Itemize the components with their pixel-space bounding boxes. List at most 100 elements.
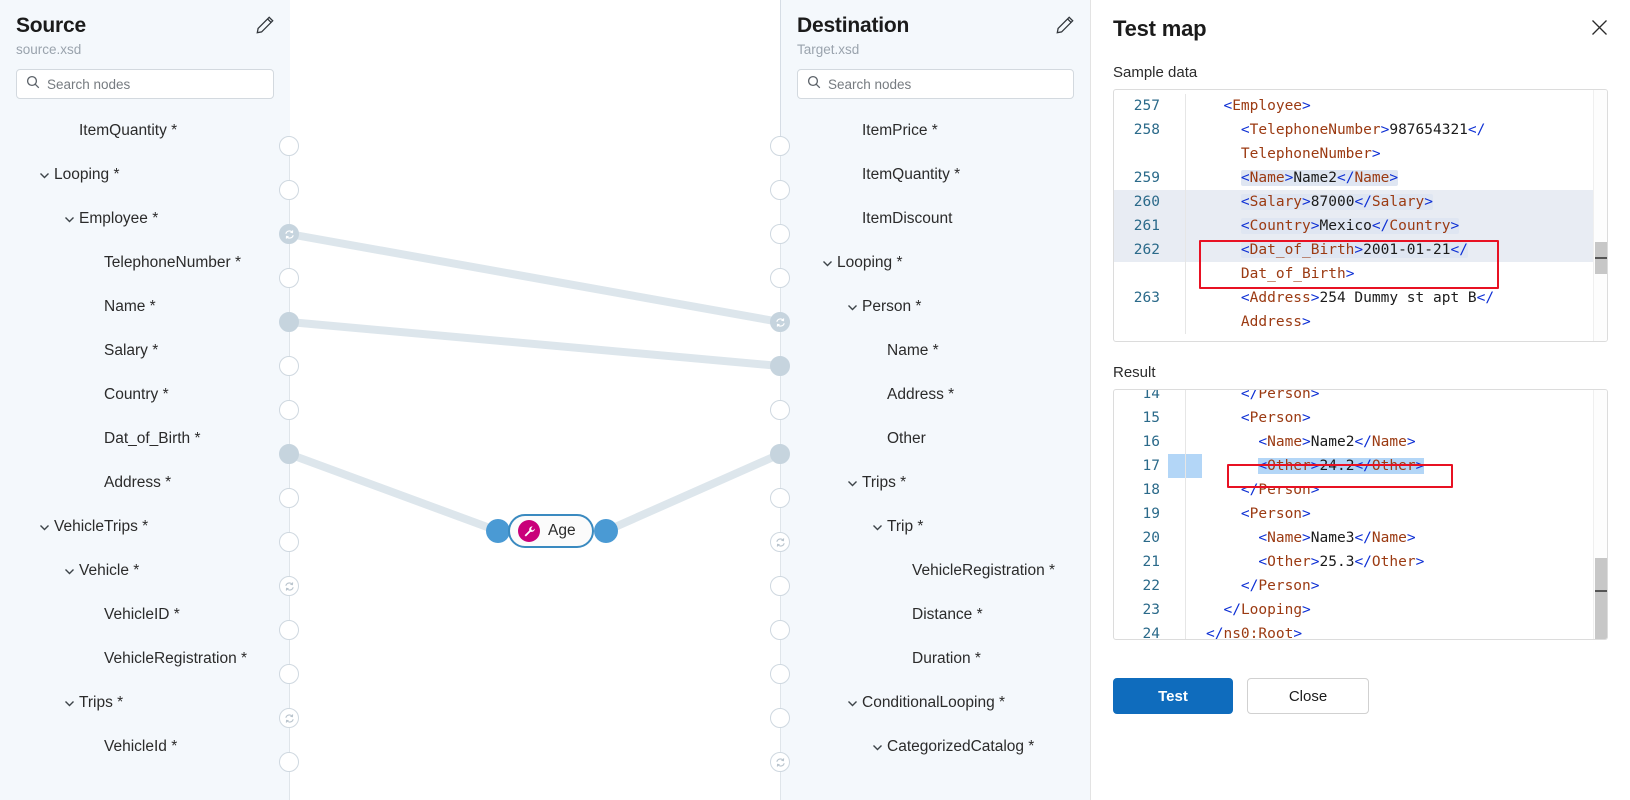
destination-connector-trips[interactable] xyxy=(770,488,790,508)
destination-connector-duration[interactable] xyxy=(770,664,790,684)
pencil-icon[interactable] xyxy=(254,14,276,36)
pencil-icon[interactable] xyxy=(1054,14,1076,36)
tree-node-vehicleregistration[interactable]: VehicleRegistration * xyxy=(0,637,290,681)
source-search-box[interactable] xyxy=(16,69,274,99)
tree-node-vehicletrips[interactable]: VehicleTrips * xyxy=(0,505,290,549)
tree-node-address[interactable]: Address * xyxy=(781,373,1090,417)
destination-connector-distance[interactable] xyxy=(770,620,790,640)
chevron-down-icon[interactable] xyxy=(844,695,860,711)
tree-node-trips[interactable]: Trips * xyxy=(781,461,1090,505)
destination-filename: Target.xsd xyxy=(797,42,860,57)
close-icon[interactable] xyxy=(1586,14,1612,40)
result-scrollbar[interactable] xyxy=(1593,390,1607,639)
destination-connector-looping[interactable] xyxy=(770,268,790,288)
source-connector-vehicletrips[interactable] xyxy=(279,532,299,552)
tree-node-label: Person * xyxy=(862,298,922,315)
function-input-handle[interactable] xyxy=(486,519,510,543)
source-connector-dat-of-birth[interactable] xyxy=(279,444,299,464)
result-editor[interactable]: 14 </Person>15 <Person>16 <Name>Name2</N… xyxy=(1113,389,1608,640)
destination-search-box[interactable] xyxy=(797,69,1074,99)
source-connector-country[interactable] xyxy=(279,400,299,420)
tree-node-label: Country * xyxy=(104,386,169,403)
destination-connector-categorizedcatalog[interactable] xyxy=(770,752,790,772)
close-button[interactable]: Close xyxy=(1247,678,1369,714)
tree-node-name[interactable]: Name * xyxy=(0,285,290,329)
source-connector-salary[interactable] xyxy=(279,356,299,376)
tree-node-other[interactable]: Other xyxy=(781,417,1090,461)
destination-connector-other[interactable] xyxy=(770,444,790,464)
chevron-down-icon[interactable] xyxy=(869,739,885,755)
source-connector-vehicleid[interactable] xyxy=(279,752,299,772)
destination-connector-address[interactable] xyxy=(770,400,790,420)
destination-connector-person[interactable] xyxy=(770,312,790,332)
tree-node-itemquantity[interactable]: ItemQuantity * xyxy=(781,153,1090,197)
tree-node-vehicleid[interactable]: VehicleID * xyxy=(0,593,290,637)
function-node-age[interactable]: Age xyxy=(508,514,594,548)
source-search-input[interactable] xyxy=(47,76,264,92)
tree-node-salary[interactable]: Salary * xyxy=(0,329,290,373)
tree-node-looping[interactable]: Looping * xyxy=(0,153,290,197)
sample-data-editor[interactable]: 257 <Employee>258 <TelephoneNumber>98765… xyxy=(1113,89,1608,342)
tree-node-distance[interactable]: Distance * xyxy=(781,593,1090,637)
source-connector-looping[interactable] xyxy=(279,180,299,200)
tree-node-label: Looping * xyxy=(837,254,903,271)
sample-data-scrollbar[interactable] xyxy=(1593,90,1607,341)
chevron-down-icon[interactable] xyxy=(61,563,77,579)
sample-data-scrollbar-thumb[interactable] xyxy=(1595,242,1607,274)
source-connector-trips[interactable] xyxy=(279,708,299,728)
chevron-down-icon[interactable] xyxy=(819,255,835,271)
chevron-down-icon[interactable] xyxy=(844,475,860,491)
chevron-down-icon[interactable] xyxy=(844,299,860,315)
tree-node-trips[interactable]: Trips * xyxy=(0,681,290,725)
destination-connector-itemdiscount[interactable] xyxy=(770,224,790,244)
source-connector-address[interactable] xyxy=(279,488,299,508)
destination-connector-itemquantity[interactable] xyxy=(770,180,790,200)
chevron-down-icon[interactable] xyxy=(36,519,52,535)
tree-node-person[interactable]: Person * xyxy=(781,285,1090,329)
fold-gutter xyxy=(1168,430,1186,454)
destination-connector-itemprice[interactable] xyxy=(770,136,790,156)
tree-node-employee[interactable]: Employee * xyxy=(0,197,290,241)
chevron-down-icon[interactable] xyxy=(61,211,77,227)
tree-node-vehicleregistration[interactable]: VehicleRegistration * xyxy=(781,549,1090,593)
tree-node-conditionallooping[interactable]: ConditionalLooping * xyxy=(781,681,1090,725)
chevron-down-icon[interactable] xyxy=(36,167,52,183)
chevron-down-icon[interactable] xyxy=(61,695,77,711)
destination-connector-conditionallooping[interactable] xyxy=(770,708,790,728)
marker-gutter xyxy=(1186,574,1202,598)
destination-connector-vehicleregistration[interactable] xyxy=(770,576,790,596)
tree-node-itemdiscount[interactable]: ItemDiscount xyxy=(781,197,1090,241)
tree-node-itemquantity[interactable]: ItemQuantity * xyxy=(0,109,290,153)
destination-connector-trip[interactable] xyxy=(770,532,790,552)
tree-node-telephonenumber[interactable]: TelephoneNumber * xyxy=(0,241,290,285)
mapping-canvas[interactable] xyxy=(290,0,780,800)
tree-node-dat-of-birth[interactable]: Dat_of_Birth * xyxy=(0,417,290,461)
tree-node-trip[interactable]: Trip * xyxy=(781,505,1090,549)
source-connector-vehicleregistration[interactable] xyxy=(279,664,299,684)
tree-node-looping[interactable]: Looping * xyxy=(781,241,1090,285)
test-button[interactable]: Test xyxy=(1113,678,1233,714)
tree-node-name[interactable]: Name * xyxy=(781,329,1090,373)
source-connector-vehicle[interactable] xyxy=(279,576,299,596)
tree-node-duration[interactable]: Duration * xyxy=(781,637,1090,681)
code-text: <Person> xyxy=(1240,506,1311,522)
tree-node-itemprice[interactable]: ItemPrice * xyxy=(781,109,1090,153)
chevron-down-icon[interactable] xyxy=(869,519,885,535)
source-title: Source xyxy=(16,14,86,37)
function-output-handle[interactable] xyxy=(594,519,618,543)
source-connector-vehicleid[interactable] xyxy=(279,620,299,640)
tree-node-vehicle[interactable]: Vehicle * xyxy=(0,549,290,593)
fold-gutter xyxy=(1168,214,1186,238)
source-connector-name[interactable] xyxy=(279,312,299,332)
destination-connector-name[interactable] xyxy=(770,356,790,376)
tree-node-country[interactable]: Country * xyxy=(0,373,290,417)
source-connector-telephonenumber[interactable] xyxy=(279,268,299,288)
tree-node-address[interactable]: Address * xyxy=(0,461,290,505)
tree-node-categorizedcatalog[interactable]: CategorizedCatalog * xyxy=(781,725,1090,769)
destination-search-input[interactable] xyxy=(828,76,1064,92)
code-line: TelephoneNumber> xyxy=(1114,142,1593,166)
source-connector-itemquantity[interactable] xyxy=(279,136,299,156)
result-scrollbar-thumb[interactable] xyxy=(1595,558,1607,639)
tree-node-vehicleid[interactable]: VehicleId * xyxy=(0,725,290,769)
source-connector-employee[interactable] xyxy=(279,224,299,244)
